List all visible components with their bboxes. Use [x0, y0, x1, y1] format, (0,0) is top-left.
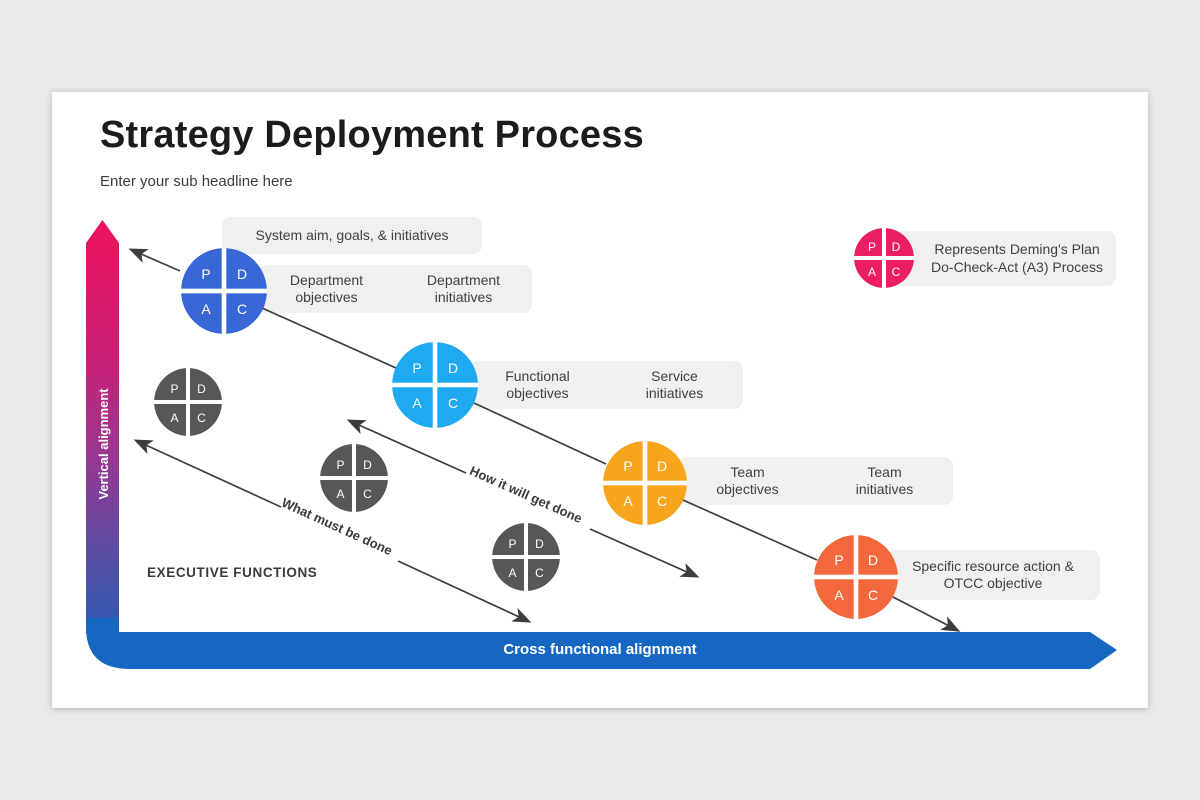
pdca-letter-a: A	[201, 301, 211, 317]
label-box-functional: Functional objectives Service initiative…	[469, 361, 743, 409]
pdca-letter-d: D	[868, 552, 878, 568]
label-box-system-aim: System aim, goals, & initiatives	[222, 217, 482, 254]
vertical-alignment-arrow	[86, 220, 119, 634]
connector-team-specific	[682, 499, 818, 561]
system-aim-label: System aim, goals, & initiatives	[255, 226, 449, 243]
pdca-circle-team: P D A C	[603, 441, 687, 525]
pdca-letter-c: C	[657, 493, 667, 509]
team-initiatives-label: Team initiatives	[855, 463, 914, 498]
pdca-circle-specific: P D A C	[814, 535, 898, 619]
pdca-letter-a: A	[170, 411, 178, 425]
pdca-letter-d: D	[892, 240, 901, 254]
pdca-letter-d: D	[535, 537, 544, 551]
pdca-letter-c: C	[197, 411, 206, 425]
label-box-specific-resource: Specific resource action & OTCC objectiv…	[886, 550, 1100, 600]
pdca-circle-legend: P D A C	[854, 228, 914, 288]
executive-functions-label: EXECUTIVE FUNCTIONS	[147, 565, 318, 580]
pdca-letter-c: C	[892, 265, 901, 279]
service-initiatives-label: Service initiatives	[645, 367, 704, 402]
pdca-letter-a: A	[412, 395, 422, 411]
pdca-letter-d: D	[363, 458, 372, 472]
pdca-letter-a: A	[834, 587, 844, 603]
pdca-letter-c: C	[448, 395, 458, 411]
arrow-to-horizontal-axis	[892, 596, 961, 632]
pdca-circle-functional: P D A C	[392, 342, 478, 428]
pdca-circle-gray-1: P D A C	[154, 368, 222, 436]
pdca-letter-d: D	[657, 458, 667, 474]
pdca-letter-p: P	[201, 266, 210, 282]
slide-title: Strategy Deployment Process	[100, 114, 644, 156]
department-initiatives-label: Department initiatives	[426, 271, 501, 306]
pdca-letter-p: P	[834, 552, 843, 568]
pdca-letter-p: P	[412, 360, 421, 376]
vertical-alignment-label: Vertical alignment	[96, 388, 111, 500]
pdca-letter-p: P	[336, 458, 344, 472]
connector-department-functional	[261, 307, 397, 369]
functional-objectives-label: Functional objectives	[505, 367, 570, 402]
cross-functional-arrow	[86, 618, 1117, 669]
pdca-letter-c: C	[363, 487, 372, 501]
arrow-to-vertical-axis	[128, 248, 181, 272]
connector-functional-team	[473, 402, 607, 465]
label-box-department: Department objectives Department initiat…	[258, 265, 532, 313]
what-must-be-done-arrow-up	[133, 439, 282, 508]
pdca-letter-a: A	[868, 265, 876, 279]
cross-functional-alignment-label: Cross functional alignment	[503, 641, 697, 658]
connector-arrows	[128, 248, 961, 632]
pdca-letter-d: D	[448, 360, 458, 376]
pdca-letter-a: A	[336, 487, 344, 501]
pdca-circle-gray-3: P D A C	[492, 523, 560, 591]
pdca-letter-a: A	[508, 566, 516, 580]
pdca-letter-p: P	[170, 382, 178, 396]
pdca-letter-c: C	[237, 301, 247, 317]
pdca-letter-p: P	[508, 537, 516, 551]
legend-label: Represents Deming's Plan Do-Check-Act (A…	[931, 241, 1103, 275]
pdca-letter-c: C	[868, 587, 878, 603]
pdca-circle-department: P D A C	[181, 248, 267, 334]
pdca-letter-p: P	[623, 458, 632, 474]
pdca-letter-p: P	[868, 240, 876, 254]
what-must-be-done-arrow-down	[397, 560, 532, 623]
how-it-will-get-done-arrow-down	[589, 528, 700, 578]
pdca-letter-d: D	[237, 266, 247, 282]
slide-subtitle: Enter your sub headline here	[100, 173, 293, 190]
department-objectives-label: Department objectives	[289, 271, 364, 306]
label-box-team: Team objectives Team initiatives	[679, 457, 953, 505]
pdca-circle-gray-2: P D A C	[320, 444, 388, 512]
specific-resource-label: Specific resource action & OTCC objectiv…	[912, 557, 1074, 592]
pdca-letter-a: A	[623, 493, 633, 509]
team-objectives-label: Team objectives	[716, 463, 779, 498]
how-it-will-get-done-arrow-up	[346, 419, 467, 474]
pdca-letter-d: D	[197, 382, 206, 396]
pdca-letter-c: C	[535, 566, 544, 580]
